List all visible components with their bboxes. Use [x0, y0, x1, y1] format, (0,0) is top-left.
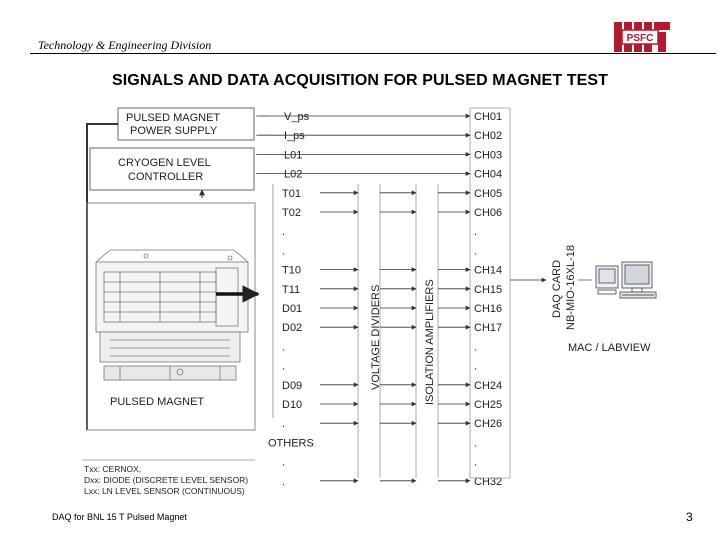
- signal-label: I_ps: [284, 130, 305, 142]
- cryogen-label-1: CRYOGEN LEVEL: [118, 157, 211, 169]
- signal-label: D10: [282, 399, 302, 411]
- channel-label: CH25: [474, 399, 502, 411]
- signal-label: L02: [284, 169, 302, 181]
- legend-line-2: Dxx: DIODE (DISCRETE LEVEL SENSOR): [84, 475, 248, 485]
- legend-line-3: Lxx: LN LEVEL SENSOR (CONTINUOUS): [84, 486, 245, 496]
- channel-label: CH03: [474, 149, 502, 161]
- channel-label: .: [474, 457, 477, 469]
- pulsed-magnet-box: [86, 202, 256, 431]
- signal-label: .: [282, 226, 285, 238]
- signal-label: L01: [284, 149, 302, 161]
- daq-card-model: NB-MIO-16XL-18: [565, 245, 577, 330]
- signal-label: .: [282, 245, 285, 257]
- computer-icon: [595, 261, 657, 299]
- page-title: SIGNALS AND DATA ACQUISITION FOR PULSED …: [111, 72, 609, 89]
- channel-label: .: [474, 226, 477, 238]
- channel-label: .: [474, 361, 477, 373]
- channel-label: CH15: [474, 284, 502, 296]
- page-number: 3: [686, 510, 693, 524]
- signal-label: .: [282, 476, 285, 488]
- signal-label: D02: [282, 322, 302, 334]
- channel-label: CH06: [474, 207, 502, 219]
- channel-label: CH01: [474, 111, 502, 123]
- signal-label: D01: [282, 303, 302, 315]
- channel-label: .: [474, 245, 477, 257]
- signal-label: .: [282, 418, 285, 430]
- signal-label: T10: [282, 265, 301, 277]
- channel-label: CH05: [474, 188, 502, 200]
- signal-label: OTHERS: [268, 437, 314, 449]
- signal-label: V_ps: [284, 111, 310, 123]
- channel-label: CH16: [474, 303, 502, 315]
- channel-label: .: [474, 341, 477, 353]
- power-supply-label-2: POWER SUPPLY: [130, 125, 218, 137]
- signal-label: T01: [282, 188, 301, 200]
- mit-psfc-logo: PSFC: [614, 22, 670, 52]
- cryogen-controller-box: [89, 147, 255, 191]
- signal-label: .: [282, 341, 285, 353]
- channel-label: CH24: [474, 380, 502, 392]
- computer-label: MAC / LABVIEW: [568, 342, 651, 354]
- magnet-illustration: [95, 249, 249, 381]
- pulsed-magnet-label: PULSED MAGNET: [110, 396, 204, 408]
- daq-card-label: DAQ CARD: [551, 260, 563, 318]
- power-supply-label-1: PULSED MAGNET: [126, 112, 220, 124]
- channel-label: CH17: [474, 322, 502, 334]
- channel-label: CH04: [474, 169, 502, 181]
- cryogen-label-2: CONTROLLER: [128, 171, 203, 183]
- voltage-dividers-label: VOLTAGE DIVIDERS: [370, 285, 382, 390]
- signal-label: T11: [282, 284, 300, 296]
- signal-label: .: [282, 457, 285, 469]
- division-name: Technology & Engineering Division: [38, 38, 212, 52]
- channel-label: CH14: [474, 265, 502, 277]
- legend-line-1: Txx: CERNOX,: [84, 464, 141, 474]
- signal-label: D09: [282, 380, 302, 392]
- isolation-amplifiers-label: ISOLATION AMPLIFIERS: [424, 279, 436, 405]
- signal-label: T02: [282, 207, 301, 219]
- channel-label: CH02: [474, 130, 502, 142]
- channel-label: CH26: [474, 418, 502, 430]
- header-rule: [30, 53, 716, 54]
- channel-label: .: [474, 437, 477, 449]
- channel-bus-frame: [470, 107, 511, 479]
- svg-text:PSFC: PSFC: [627, 33, 654, 44]
- signal-label: .: [282, 361, 285, 373]
- footer-caption: DAQ for BNL 15 T Pulsed Magnet: [52, 512, 187, 522]
- channel-label: CH32: [474, 476, 502, 488]
